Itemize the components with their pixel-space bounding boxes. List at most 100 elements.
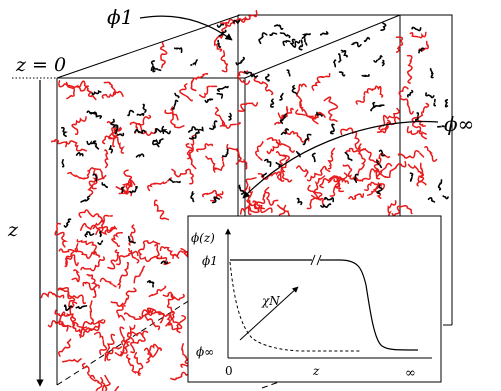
polymer-chain	[295, 109, 319, 120]
polymer-chain	[128, 235, 136, 244]
polymer-chain	[357, 148, 367, 174]
polymer-chain	[311, 152, 316, 163]
polymer-chain	[118, 169, 133, 195]
polymer-chain	[313, 175, 326, 201]
polymer-chain	[279, 32, 291, 39]
polymer-chain	[159, 41, 168, 69]
polymer-chain	[357, 143, 378, 163]
polymer-chain	[135, 153, 145, 158]
polymer-chain	[88, 167, 105, 180]
polymer-chain	[226, 143, 242, 161]
polymer-chain	[116, 250, 139, 266]
polymer-chain	[212, 156, 225, 173]
polymer-chain	[437, 125, 445, 128]
polymer-chain	[87, 174, 107, 196]
polymer-chain	[395, 36, 404, 53]
polymer-chain	[282, 40, 291, 47]
polymer-chain	[337, 53, 342, 63]
back-panel-edge	[238, 14, 453, 325]
polymer-chain	[433, 98, 436, 107]
polymer-chain	[301, 33, 311, 39]
polymer-chain	[103, 81, 117, 96]
polymer-chain	[190, 72, 209, 92]
polymer-chain	[51, 139, 68, 148]
polymer-chain	[127, 109, 135, 117]
polymer-chain	[143, 347, 162, 358]
polymer-chain	[179, 83, 193, 102]
polymer-chain	[89, 111, 102, 119]
polymer-chain	[251, 73, 259, 78]
polymer-chain	[264, 158, 272, 167]
polymer-chain	[247, 186, 254, 216]
polymer-chain	[329, 172, 348, 197]
polymer-chain	[373, 55, 383, 63]
polymer-chain	[101, 90, 124, 99]
polymer-chain	[103, 374, 120, 391]
polymer-chain	[286, 69, 291, 77]
inset-ylabel: ϕ(z)	[191, 231, 215, 245]
polymer-chain	[99, 230, 102, 238]
polymer-chain	[329, 123, 335, 135]
polymer-chain	[221, 148, 229, 158]
polymer-chain	[162, 291, 185, 301]
inset-xtick-right: ∞	[405, 366, 416, 381]
polymer-chain	[332, 59, 337, 68]
polymer-chain	[409, 172, 414, 182]
polymer-chain	[338, 71, 346, 77]
inset-break-mark-1	[310, 254, 316, 266]
polymer-chain	[171, 99, 179, 110]
polymer-chain	[353, 168, 381, 182]
polymer-chain	[381, 59, 385, 67]
polymer-chain	[47, 320, 69, 332]
polymer-chain	[218, 29, 227, 37]
polymer-chain	[348, 193, 365, 200]
polymer-chain	[106, 120, 116, 140]
inset-chiN-arrow	[239, 286, 299, 341]
polymer-chain	[406, 89, 414, 98]
polymer-chain	[114, 341, 130, 357]
polymer-chain	[89, 300, 106, 325]
polymer-chain	[238, 184, 245, 195]
polymer-chain	[319, 176, 341, 189]
polymer-chain	[93, 331, 108, 355]
red-polymer-chains	[40, 9, 438, 391]
polymer-chain	[216, 92, 224, 99]
polymer-chain	[220, 50, 229, 73]
polymer-chain	[76, 239, 97, 255]
polymer-chain	[159, 246, 180, 259]
polymer-chain	[378, 149, 386, 157]
polymer-chain	[76, 85, 97, 101]
polymer-chain	[266, 137, 295, 153]
polymer-chain	[275, 162, 281, 167]
polymer-chain	[291, 84, 298, 95]
polymer-chain	[353, 173, 359, 184]
polymer-chain	[320, 203, 332, 208]
polymer-chain	[92, 173, 98, 182]
polymer-chain	[129, 121, 157, 136]
polymer-chain	[81, 362, 96, 379]
polymer-chain	[97, 240, 104, 246]
polymer-chain	[80, 256, 105, 272]
polymer-chain	[345, 147, 361, 153]
polymer-chain	[149, 308, 165, 324]
polymer-chain	[74, 247, 101, 260]
polymer-chain	[188, 131, 199, 140]
polymer-chain	[437, 179, 443, 191]
polymer-chain	[196, 143, 214, 153]
polymer-chain	[236, 70, 251, 86]
polymer-chain	[82, 281, 100, 291]
polymer-chain	[107, 249, 120, 270]
polymer-chain	[126, 324, 136, 344]
polymer-chain	[164, 109, 185, 129]
polymer-chain	[190, 191, 195, 203]
polymer-chain	[169, 311, 181, 334]
polymer-chain	[187, 126, 198, 133]
polymer-chain	[324, 196, 335, 203]
polymer-chain	[78, 324, 100, 338]
polymer-chain	[84, 231, 95, 238]
polymer-chain	[306, 165, 331, 182]
polymer-chain	[280, 128, 289, 136]
polymer-chain	[197, 126, 204, 134]
polymer-chain	[121, 186, 125, 194]
polymer-chain	[116, 305, 126, 321]
